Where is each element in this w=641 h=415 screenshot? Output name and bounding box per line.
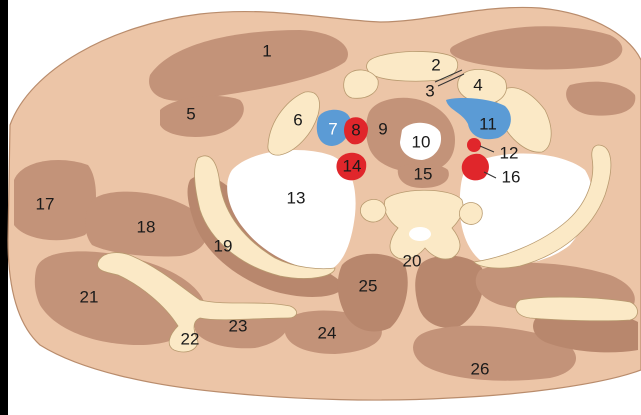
label-25: 25 [359,276,378,295]
label-20: 20 [403,251,422,270]
label-7: 7 [328,119,337,138]
transverse-process-right [459,203,482,225]
label-8: 8 [351,120,360,139]
label-16: 16 [502,167,521,186]
label-14: 14 [343,156,362,175]
label-5: 5 [186,104,195,123]
label-6: 6 [293,110,302,129]
label-21: 21 [80,287,99,306]
label-26: 26 [471,359,490,378]
bone-2-manubrium [367,51,458,81]
label-23: 23 [229,316,248,335]
label-10: 10 [412,132,431,151]
label-1: 1 [262,41,271,60]
label-12: 12 [500,143,519,162]
artery-12 [467,138,481,152]
label-13: 13 [287,188,306,207]
vertebral-foramen [409,227,431,241]
label-17: 17 [36,194,55,213]
transverse-process-left [360,199,386,222]
label-15: 15 [414,164,433,183]
label-19: 19 [214,236,233,255]
label-24: 24 [318,323,337,342]
label-3: 3 [425,81,434,100]
bone-scapula-right [516,297,638,321]
label-22: 22 [181,329,200,348]
vertebra-20 [384,190,463,259]
label-2: 2 [431,55,440,74]
label-4: 4 [473,75,482,94]
label-11: 11 [479,114,497,133]
label-9: 9 [378,119,387,138]
label-18: 18 [137,217,156,236]
muscle-17 [14,160,96,240]
